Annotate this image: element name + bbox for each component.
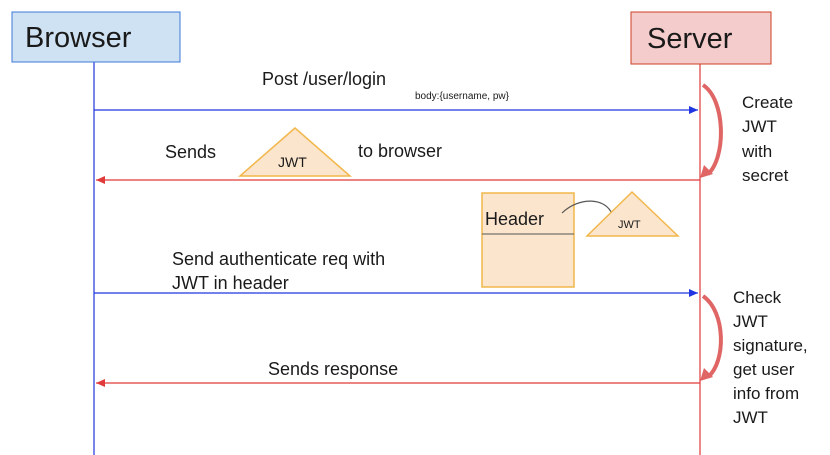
header-box-label: Header: [485, 209, 544, 229]
browser-actor-label: Browser: [25, 22, 132, 54]
message-response: Sends response: [96, 359, 700, 387]
server-actor: Server: [630, 11, 772, 65]
login-body-label: body:{username, pw}: [415, 91, 510, 102]
create-jwt-note: Create JWT with secret: [741, 93, 798, 185]
check-jwt-note: Check JWT signature, get user info from …: [733, 288, 812, 427]
header-box-rect: [481, 192, 575, 288]
check-jwt-curve-arrow: [700, 294, 723, 381]
create-jwt-curve-arrow: [700, 83, 723, 178]
browser-actor: Browser: [11, 11, 181, 63]
header-box: Header JWT: [481, 190, 680, 288]
send-jwt-label-after: to browser: [358, 141, 442, 161]
send-jwt-label-before: Sends: [165, 142, 216, 162]
jwt-token-triangle: [238, 127, 352, 177]
login-label: Post /user/login: [262, 69, 386, 89]
header-jwt-triangle: [585, 190, 680, 237]
auth-request-label-line2: JWT in header: [172, 273, 289, 293]
header-jwt-label: JWT: [618, 219, 641, 231]
message-login: Post /user/login body:{username, pw}: [94, 69, 698, 114]
message-send-jwt: Sends JWT to browser: [96, 127, 700, 184]
header-connector: [561, 200, 613, 215]
jwt-token-label: JWT: [278, 154, 307, 170]
server-actor-label: Server: [647, 23, 733, 55]
response-label: Sends response: [268, 359, 398, 379]
message-auth-request: Send authenticate req with JWT in header: [94, 249, 698, 297]
browser-actor-box: [11, 11, 181, 63]
auth-request-label-line1: Send authenticate req with: [172, 249, 385, 269]
server-actor-box: [630, 11, 772, 65]
